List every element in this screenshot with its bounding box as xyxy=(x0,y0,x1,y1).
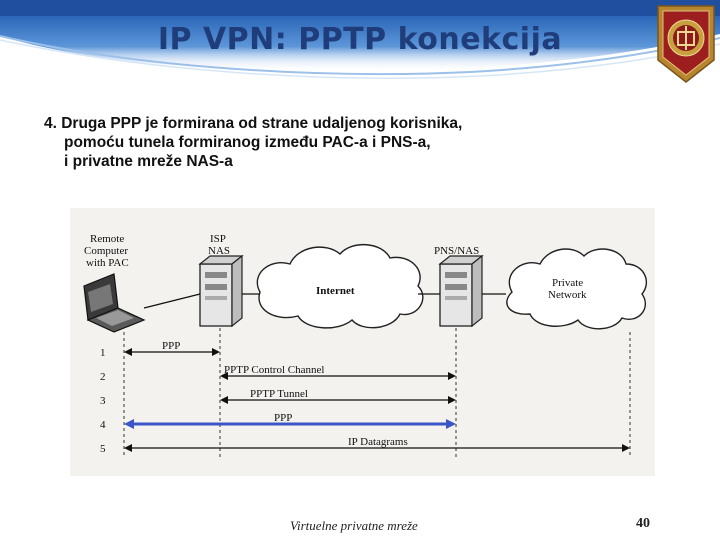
step-number: 4 xyxy=(100,419,106,431)
slide-header: IP VPN: PPTP konekcija xyxy=(0,0,720,92)
internet-cloud-icon xyxy=(256,243,424,329)
remote-label: Remote xyxy=(90,233,124,245)
page-number: 40 xyxy=(636,516,650,531)
pns-label: PNS/NAS xyxy=(434,245,479,257)
flow-label: PPP xyxy=(162,340,180,352)
isp-nas-server-icon xyxy=(198,254,244,328)
remote-label: with PAC xyxy=(86,257,129,269)
private-network-label: Network xyxy=(548,289,587,301)
flow-label: IP Datagrams xyxy=(348,436,408,448)
header-background xyxy=(0,0,720,79)
flow-label: PPTP Tunnel xyxy=(250,388,308,400)
remote-label: Computer xyxy=(84,245,128,257)
pns-nas-server-icon xyxy=(438,254,484,328)
step-number: 3 xyxy=(100,395,106,407)
step-number: 2 xyxy=(100,371,106,383)
internet-label: Internet xyxy=(316,285,355,297)
private-network-cloud-icon xyxy=(506,248,647,330)
isp-label: ISP xyxy=(210,233,226,245)
university-seal-icon xyxy=(657,5,715,83)
isp-label: NAS xyxy=(208,245,230,257)
flow-label: PPP xyxy=(274,412,292,424)
body-line: i privatne mreže NAS-a xyxy=(64,153,233,170)
footer-title: Virtuelne privatne mreže xyxy=(290,518,418,533)
laptop-icon xyxy=(83,273,146,333)
page-title: IP VPN: PPTP konekcija xyxy=(157,22,563,57)
private-network-label: Private xyxy=(552,277,583,289)
flow-label: PPTP Control Channel xyxy=(224,364,324,376)
step-number: 1 xyxy=(100,347,106,359)
pptp-connection-diagram: Remote Computer with PAC ISP NAS PNS/NAS… xyxy=(70,208,655,476)
step-number: 5 xyxy=(100,443,106,455)
body-line: 4. Druga PPP je formirana od strane udal… xyxy=(44,115,463,132)
body-line: pomoću tunela formiranog između PAC-a i … xyxy=(64,134,431,151)
slide-body-text: 4. Druga PPP je formirana od strane udal… xyxy=(44,114,664,171)
